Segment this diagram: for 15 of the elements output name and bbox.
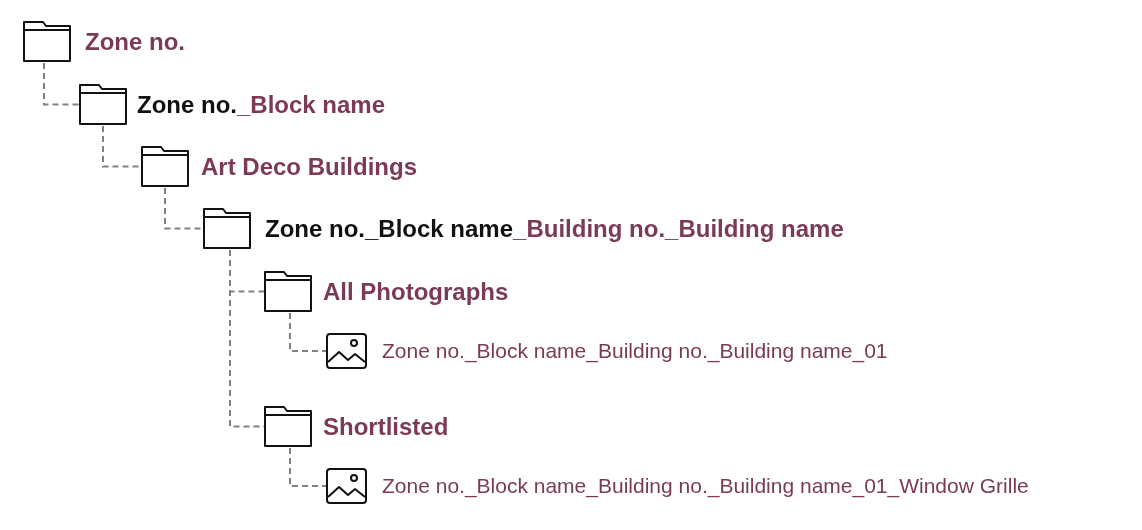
folder-name: Shortlisted	[323, 412, 449, 441]
dashed-connector	[289, 312, 327, 352]
folder-name: _Block name	[237, 90, 386, 119]
dashed-connector	[164, 187, 204, 230]
dashed-connector	[102, 125, 142, 168]
dashed-connector	[43, 62, 80, 106]
folder-name: Zone no._Block name	[265, 214, 514, 243]
file-name: Zone no._Block name_Building no._Building name_01	[382, 338, 888, 364]
folder-name: Art Deco Buildings	[201, 152, 417, 181]
folder-name: All Photographs	[323, 277, 509, 306]
folder-name: _Building no._Building name	[513, 214, 844, 243]
folder-name: Zone no.	[85, 27, 185, 56]
dashed-connector	[289, 447, 327, 487]
folder-name: Zone no.	[137, 90, 237, 119]
file-name: Zone no._Block name_Building no._Building name_01_Window Grille	[382, 473, 1029, 499]
